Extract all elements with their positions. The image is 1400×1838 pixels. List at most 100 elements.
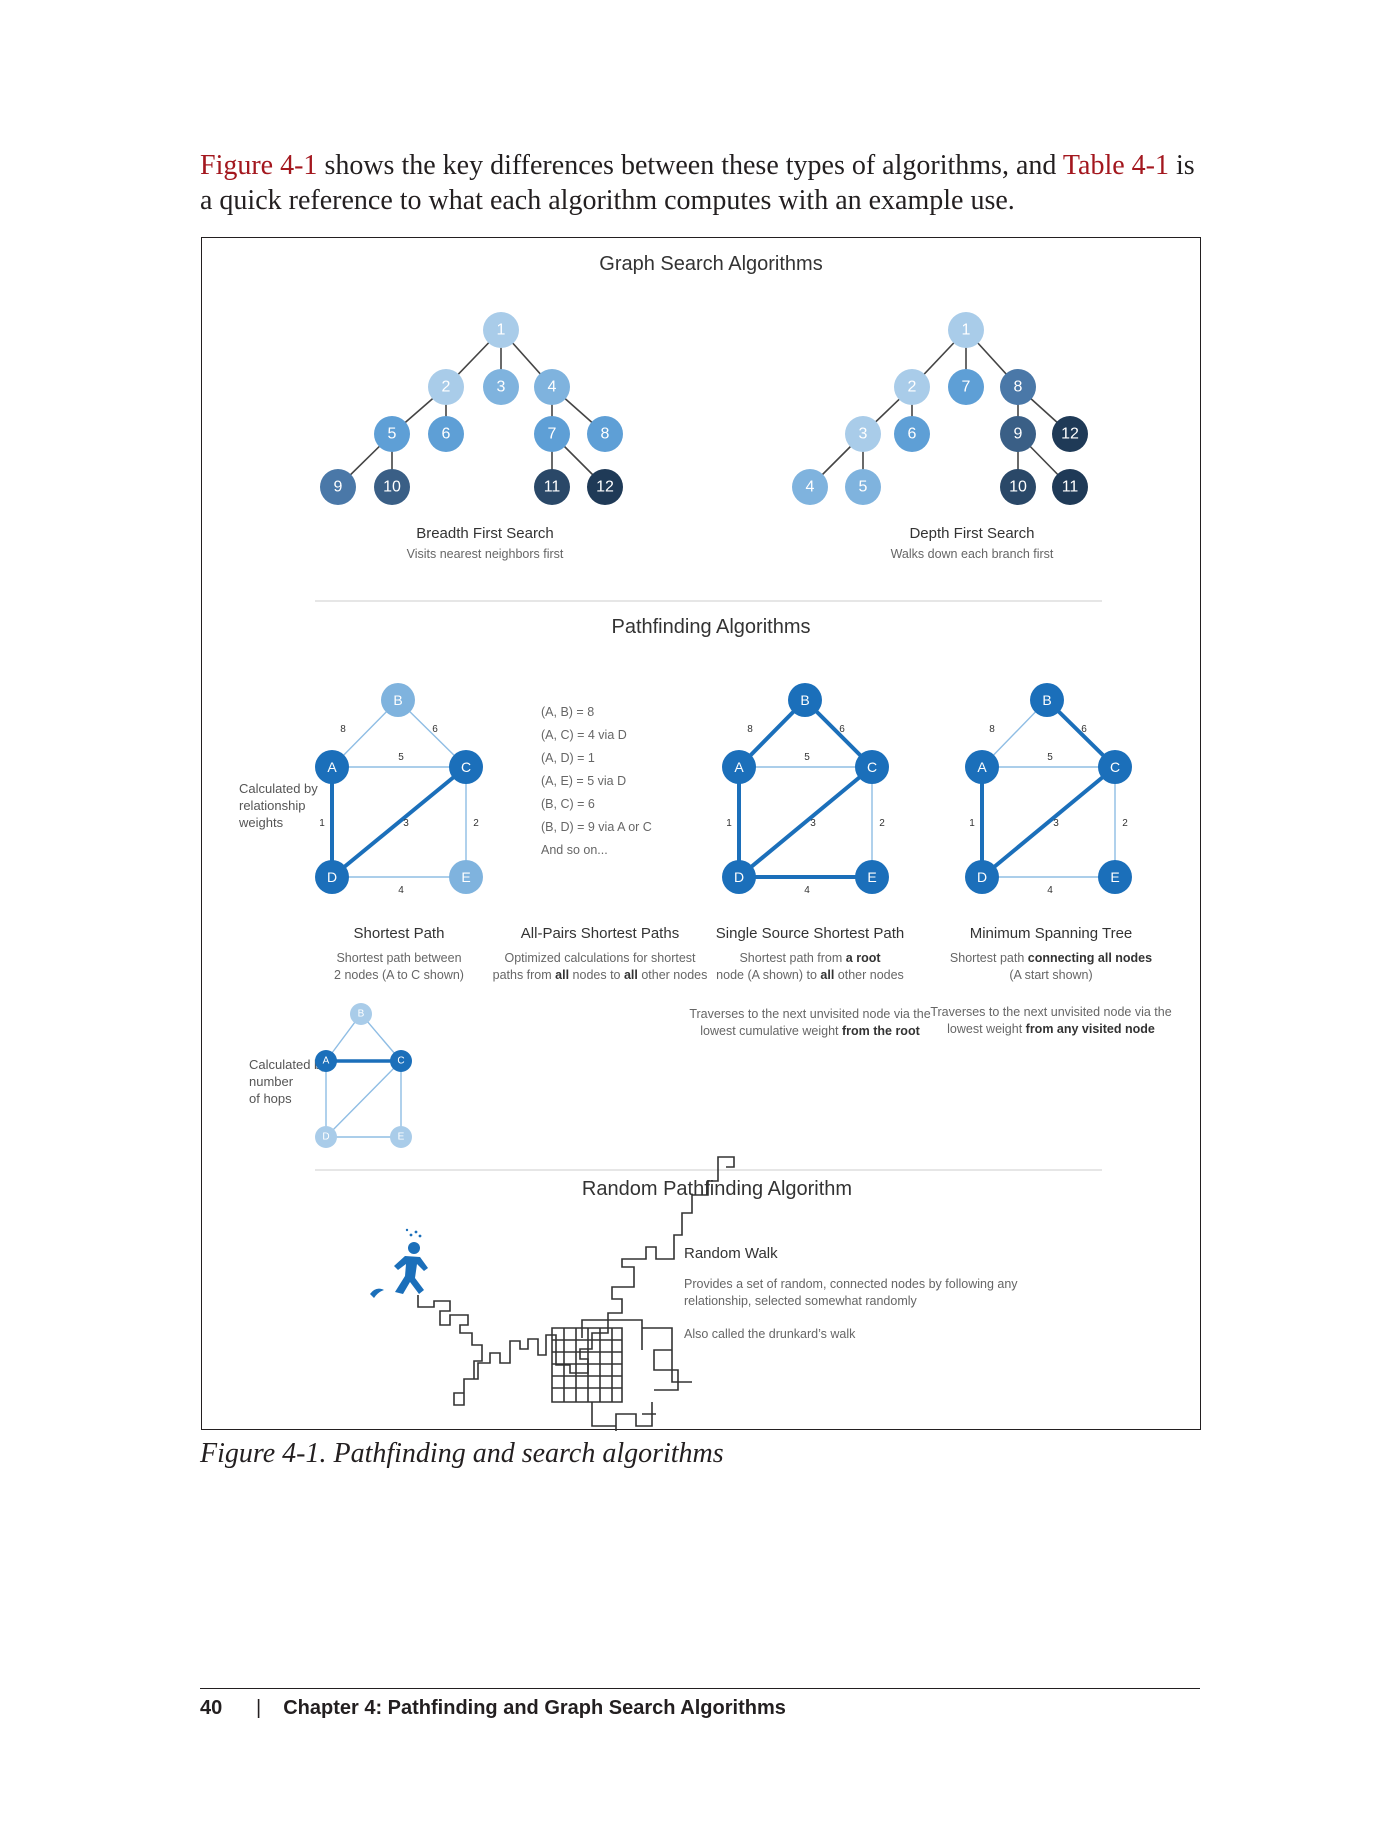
dfs-node-1: 1 — [948, 312, 984, 348]
svg-text:8: 8 — [340, 724, 346, 735]
svg-text:Shortest path connecting all n: Shortest path connecting all nodes — [950, 951, 1152, 965]
svg-text:C: C — [1110, 759, 1120, 775]
side-label-weights: Calculated by relationship weights — [238, 781, 321, 830]
svg-text:6: 6 — [432, 724, 438, 735]
svg-text:2: 2 — [908, 379, 917, 396]
dfs-node-8: 8 — [1000, 369, 1036, 405]
bfs-node-12: 12 — [587, 469, 623, 505]
mst-label: Minimum Spanning Tree — [970, 925, 1133, 942]
svg-text:paths from all nodes to all ot: paths from all nodes to all other nodes — [493, 968, 708, 982]
svg-text:9: 9 — [334, 479, 343, 496]
svg-text:3: 3 — [403, 818, 409, 829]
random-section-title: Random Pathfinding Algorithm — [582, 1178, 852, 1200]
node-b: B — [381, 683, 415, 717]
node-d: D — [315, 860, 349, 894]
all-pairs-list: (A, B) = 8 (A, C) = 4 via D (A, D) = 1 (… — [541, 705, 655, 857]
graph-shortest-path: 8 6 5 1 3 2 4 B A C D E — [315, 683, 483, 896]
svg-text:3: 3 — [497, 379, 506, 396]
dfs-label: Depth First Search — [909, 525, 1034, 542]
svg-text:B: B — [358, 1009, 365, 1020]
svg-text:8: 8 — [989, 724, 995, 735]
svg-text:6: 6 — [1081, 724, 1087, 735]
svg-text:A: A — [734, 759, 744, 775]
svg-text:11: 11 — [544, 479, 561, 496]
svg-text:8: 8 — [747, 724, 753, 735]
svg-text:4: 4 — [806, 479, 815, 496]
svg-text:relationship, selected somewha: relationship, selected somewhat randomly — [684, 1294, 918, 1308]
svg-text:8: 8 — [1014, 379, 1023, 396]
dfs-node-7: 7 — [948, 369, 984, 405]
svg-text:2 nodes (A to C shown): 2 nodes (A to C shown) — [334, 968, 464, 982]
figure-ref-link[interactable]: Figure 4-1 — [200, 150, 318, 181]
svg-text:1: 1 — [962, 322, 971, 339]
svg-text:C: C — [461, 759, 471, 775]
dfs-node-12: 12 — [1052, 416, 1088, 452]
svg-text:6: 6 — [442, 426, 451, 443]
figure-caption: Figure 4-1. Pathfinding and search algor… — [200, 1438, 724, 1469]
pathfinding-section-title: Pathfinding Algorithms — [611, 616, 810, 638]
figure-diagram: .title { font-size:20px; fill:#333; text… — [238, 253, 1172, 1431]
svg-text:5: 5 — [804, 752, 810, 763]
bfs-label: Breadth First Search — [416, 525, 554, 542]
svg-text:2: 2 — [879, 818, 885, 829]
svg-text:D: D — [734, 869, 744, 885]
all-pairs-label: All-Pairs Shortest Paths — [521, 925, 679, 942]
svg-text:A: A — [323, 1056, 330, 1067]
svg-text:6: 6 — [839, 724, 845, 735]
bfs-node-6: 6 — [428, 416, 464, 452]
svg-text:A: A — [977, 759, 987, 775]
footer-separator: | — [256, 1697, 262, 1719]
svg-text:4: 4 — [548, 379, 557, 396]
svg-text:11: 11 — [1062, 479, 1079, 496]
dfs-node-3: 3 — [845, 416, 881, 452]
svg-text:5: 5 — [388, 426, 397, 443]
search-section-title: Graph Search Algorithms — [599, 253, 822, 275]
svg-text:E: E — [1110, 869, 1119, 885]
bfs-sub: Visits nearest neighbors first — [407, 547, 564, 561]
svg-text:C: C — [397, 1056, 404, 1067]
svg-text:2: 2 — [1122, 818, 1128, 829]
dfs-tree: 1 2 7 8 3 6 9 12 4 5 10 11 — [792, 312, 1088, 505]
svg-text:(A start shown): (A start shown) — [1009, 968, 1092, 982]
svg-text:12: 12 — [596, 479, 614, 496]
dfs-node-2: 2 — [894, 369, 930, 405]
svg-text:4: 4 — [398, 885, 404, 896]
table-ref-link[interactable]: Table 4-1 — [1062, 150, 1169, 181]
svg-text:B: B — [1042, 692, 1051, 708]
bfs-node-4: 4 — [534, 369, 570, 405]
svg-text:Shortest path from a root: Shortest path from a root — [739, 951, 881, 965]
svg-text:C: C — [867, 759, 877, 775]
bfs-node-1: 1 — [483, 312, 519, 348]
page-number: 40 — [200, 1697, 223, 1719]
svg-text:D: D — [327, 869, 337, 885]
svg-text:6: 6 — [908, 426, 917, 443]
svg-text:E: E — [398, 1132, 405, 1143]
bfs-node-10: 10 — [374, 469, 410, 505]
node-e: E — [449, 860, 483, 894]
svg-text:5: 5 — [398, 752, 404, 763]
figure-frame: .title { font-size:20px; fill:#333; text… — [201, 237, 1201, 1431]
svg-text:D: D — [977, 869, 987, 885]
dfs-node-9: 9 — [1000, 416, 1036, 452]
drunkard-figure-icon — [370, 1228, 428, 1298]
bfs-node-9: 9 — [320, 469, 356, 505]
svg-text:10: 10 — [1009, 479, 1027, 496]
node-c: C — [449, 750, 483, 784]
svg-text:B: B — [393, 692, 402, 708]
dfs-sub: Walks down each branch first — [891, 547, 1054, 561]
svg-text:A: A — [327, 759, 337, 775]
svg-text:node (A shown) to all other no: node (A shown) to all other nodes — [716, 968, 904, 982]
svg-text:2: 2 — [442, 379, 451, 396]
svg-text:8: 8 — [601, 426, 610, 443]
svg-text:5: 5 — [1047, 752, 1053, 763]
dfs-node-5: 5 — [845, 469, 881, 505]
node-a: A — [315, 750, 349, 784]
svg-text:Optimized calculations for sho: Optimized calculations for shortest — [504, 951, 696, 965]
svg-text:1: 1 — [969, 818, 975, 829]
svg-text:3: 3 — [810, 818, 816, 829]
svg-text:E: E — [867, 869, 876, 885]
svg-text:3: 3 — [1053, 818, 1059, 829]
svg-text:E: E — [461, 869, 470, 885]
svg-text:D: D — [322, 1132, 329, 1143]
dfs-node-11: 11 — [1052, 469, 1088, 505]
